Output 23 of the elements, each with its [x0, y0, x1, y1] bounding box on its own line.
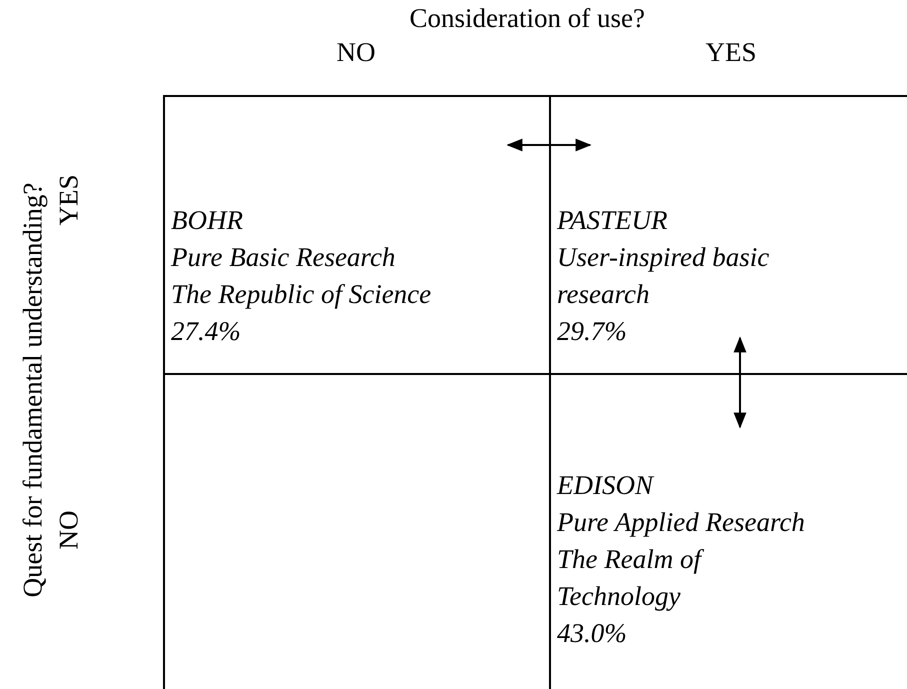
quadrant-heading: EDISON	[557, 469, 656, 502]
quadrant-cell	[163, 373, 549, 689]
quadrant-cell	[549, 373, 907, 689]
quadrant-text: 27.4%	[171, 315, 242, 348]
axis-value: YES	[706, 37, 757, 67]
axis-value: NO	[53, 510, 83, 550]
quadrant-text: Pure Basic Research	[171, 241, 396, 274]
axis-value: YES	[53, 174, 83, 226]
quadrant-text: The Republic of Science	[171, 278, 432, 311]
quadrant-cell	[163, 95, 549, 373]
quadrant-cell	[549, 95, 907, 373]
axis-value: NO	[336, 37, 376, 67]
quadrant-text: Pure Applied Research	[557, 506, 806, 539]
double-arrow	[734, 336, 746, 429]
double-arrow	[506, 138, 592, 152]
axis-title: Consideration of use?	[410, 3, 645, 33]
axis-title: Quest for fundamental understanding?	[16, 182, 47, 598]
quadrant-text: The Realm of Technology	[557, 541, 823, 615]
quadrant-text: 43.0%	[557, 617, 628, 650]
quadrant-text: User-inspired basic research	[557, 241, 770, 311]
quadrant-text: 29.7%	[557, 315, 628, 348]
quadrant-heading: BOHR	[171, 204, 244, 237]
quadrant-heading: PASTEUR	[557, 204, 669, 237]
